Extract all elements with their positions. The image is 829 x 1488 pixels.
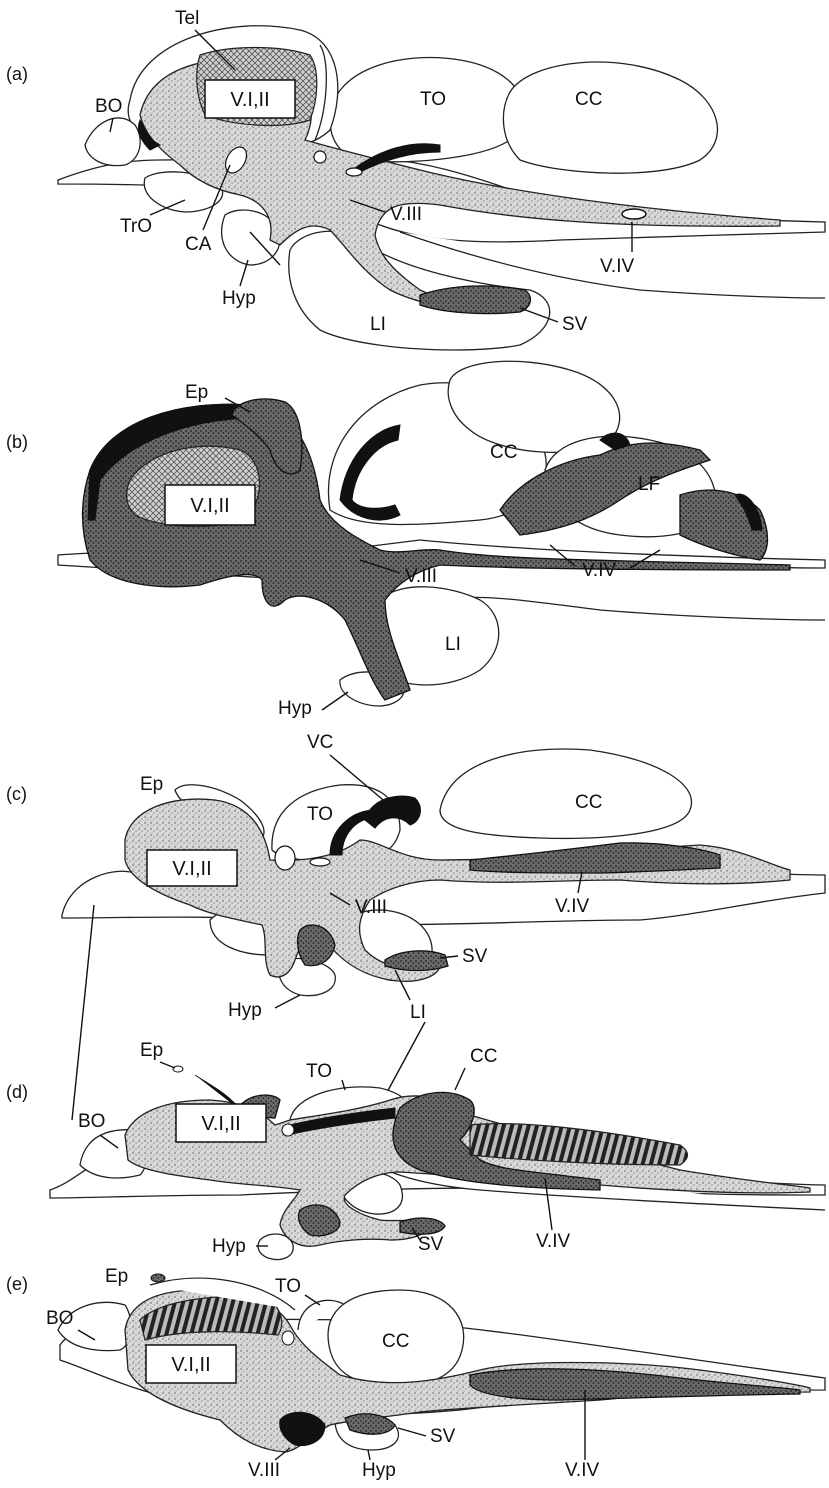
label-sv: SV [562, 314, 588, 335]
label-v4: V.IV [565, 1460, 599, 1481]
label-sv: SV [462, 946, 488, 967]
label-li: LI [445, 634, 461, 655]
label-hyp: Hyp [228, 1000, 262, 1021]
label-bo: BO [46, 1308, 73, 1329]
label-bo: BO [78, 1111, 105, 1132]
panel-label: (d) [6, 1082, 28, 1102]
label-ep: Ep [185, 382, 208, 403]
label-hyp: Hyp [212, 1236, 246, 1257]
label-hyp: Hyp [222, 288, 256, 309]
label-v4: V.IV [536, 1231, 570, 1252]
box-label: V.I,II [171, 1354, 210, 1376]
label-ep: Ep [140, 1040, 163, 1061]
label-to: TO [275, 1276, 301, 1297]
label-v3: V.III [248, 1460, 280, 1481]
panel-label: (c) [6, 784, 27, 804]
label-sv: SV [418, 1234, 444, 1255]
panel-label: (b) [6, 432, 28, 452]
label-ca: CA [185, 234, 212, 255]
label-cc: CC [490, 442, 517, 463]
panel-b: (b) V.I,II Ep CC LF V.III V.IV LI Hyp [6, 361, 825, 719]
label-ep: Ep [105, 1266, 128, 1287]
label-v3: V.III [390, 204, 422, 225]
label-v4: V.IV [555, 896, 589, 917]
label-to: TO [420, 89, 446, 110]
label-tro: TrO [120, 216, 152, 237]
label-v3: V.III [405, 566, 437, 587]
label-v4: V.IV [600, 256, 634, 277]
label-hyp: Hyp [362, 1460, 396, 1481]
label-bo: BO [95, 96, 122, 117]
label-li: LI [370, 314, 386, 335]
panel-label: (e) [6, 1274, 28, 1294]
panel-a: (a) V.I,II Tel BO T [6, 8, 825, 350]
box-label: V.I,II [172, 858, 211, 880]
label-hyp: Hyp [278, 698, 312, 719]
box-label: V.I,II [230, 89, 269, 111]
label-ep: Ep [140, 774, 163, 795]
label-sv: SV [430, 1426, 456, 1447]
label-to: TO [306, 1061, 332, 1082]
label-cc: CC [575, 792, 602, 813]
box-label: V.I,II [201, 1113, 240, 1135]
label-vc: VC [307, 732, 333, 753]
label-cc: CC [575, 89, 602, 110]
label-tel: Tel [175, 8, 199, 29]
label-li: LI [410, 1002, 426, 1023]
label-to: TO [307, 804, 333, 825]
label-cc: CC [470, 1046, 497, 1067]
panel-e: (e) V.I,II Ep TO BO CC SV V.III Hyp V.IV [6, 1266, 825, 1481]
label-cc: CC [382, 1331, 409, 1352]
label-lf: LF [638, 474, 660, 495]
panel-label: (a) [6, 64, 28, 84]
panel-d: (d) V.I,II Ep CC TO BO Hyp SV V.IV [6, 1040, 825, 1259]
box-label: V.I,II [190, 495, 229, 517]
label-v3: V.III [355, 897, 387, 918]
label-v4: V.IV [582, 560, 616, 581]
